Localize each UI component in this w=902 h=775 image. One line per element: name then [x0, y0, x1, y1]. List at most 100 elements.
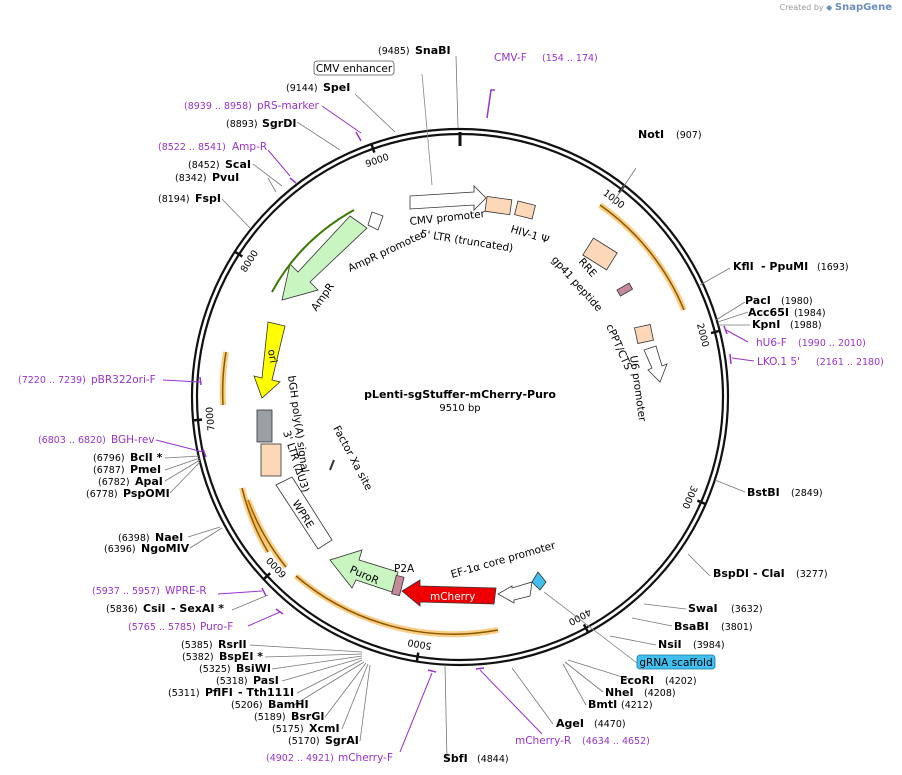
enzyme-noti[interactable]: NotI(907)	[638, 128, 702, 141]
enzyme-apai[interactable]: (6782)ApaI	[98, 475, 163, 488]
enzyme-nsii[interactable]: NsiI(3984)	[658, 638, 725, 651]
enzyme-position: (5318)	[216, 676, 248, 687]
scale-tick-label: 7000	[204, 406, 217, 431]
primer-label: pRS-marker	[257, 100, 320, 112]
feature-ori[interactable]: ori	[253, 321, 286, 399]
enzyme-position: (4212)	[621, 700, 653, 711]
enzyme-pvui[interactable]: (8342)PvuI	[175, 171, 239, 184]
feature-cmv-enhancer[interactable]: CMV enhancer	[313, 60, 433, 186]
enzyme-name: BsaBI	[674, 620, 709, 633]
feature-gRNA-marker[interactable]	[531, 571, 547, 591]
scale-tick	[696, 499, 707, 506]
enzyme-pflfi[interactable]: (5311)PflFI- Tth111I	[168, 686, 294, 699]
enzyme-position: (9144)	[286, 83, 318, 94]
enzyme-bmti[interactable]: BmtI(4212)	[588, 698, 653, 711]
enzyme-bstbi[interactable]: BstBI(2849)	[747, 486, 823, 499]
primer-bgh-rev[interactable]: (6803 .. 6820) BGH-rev	[38, 434, 207, 458]
enzyme-ecori[interactable]: EcoRI(4202)	[620, 674, 697, 687]
enzyme-name: SbfI	[443, 752, 468, 765]
feature-gRNA-scaffold[interactable]: gRNA scaffold	[543, 591, 716, 670]
enzyme-naei[interactable]: (6398)NaeI	[118, 531, 183, 544]
enzyme-ngomiv[interactable]: (6396)NgoMIV	[104, 542, 190, 555]
enzyme-position: (4844)	[477, 754, 509, 765]
enzyme-pasi[interactable]: (5318)PasI	[216, 674, 279, 687]
enzyme-sgrai[interactable]: (5170)SgrAI	[288, 734, 359, 747]
feature-label: P2A	[394, 563, 415, 575]
primer-label: Amp-R	[232, 141, 267, 153]
scale-tick-label: 8000	[239, 248, 261, 274]
primer-puro-f[interactable]: (5765 .. 5785) Puro-F	[128, 608, 284, 633]
enzyme-rsrii[interactable]: (5385)RsrII	[181, 638, 247, 651]
feature-p2a[interactable]: P2A	[391, 563, 415, 597]
primer-range: (8939 .. 8958)	[184, 101, 252, 112]
primer-range: (5937 .. 5957)	[92, 586, 160, 597]
primer-lko1-5[interactable]: LKO.1 5' (2161 .. 2180)	[729, 353, 884, 368]
enzyme-pmei[interactable]: (6787) PmeI	[93, 463, 161, 476]
primer-mcherry-f[interactable]: (4902 .. 4921) mCherry-F	[266, 669, 437, 764]
enzyme-scai[interactable]: (8452)ScaI	[188, 158, 251, 171]
primer-range: (7220 .. 7239)	[18, 375, 86, 386]
enzyme-sbfi[interactable]: SbfI (4844)	[443, 752, 509, 765]
scale-tick-label: 5000	[407, 636, 433, 651]
enzyme-name: PmeI	[130, 463, 161, 476]
enzyme-position: (5206)	[231, 700, 263, 711]
enzyme-position: (5382)	[182, 652, 214, 663]
enzyme-swai[interactable]: SwaI(3632)	[688, 602, 763, 615]
enzyme-bamhi[interactable]: (5206)BamHI	[231, 698, 309, 711]
enzyme-position: (3632)	[731, 604, 763, 615]
feature-factor-xa[interactable]: Factor Xa site	[329, 424, 374, 493]
enzyme-kpni[interactable]: KpnI(1988)	[752, 318, 822, 331]
enzyme-paci[interactable]: PacI(1980)	[745, 294, 813, 307]
enzyme-name: BspEI *	[219, 650, 263, 663]
enzyme-bsiwi[interactable]: (5325)BsiWI	[199, 662, 271, 675]
enzyme-kfli[interactable]: KflI- PpuMI(1693)	[733, 260, 849, 273]
enzyme-name: KflI	[733, 260, 754, 273]
enzyme-position: (6787)	[93, 465, 125, 476]
enzyme-spei[interactable]: (9144) SpeI	[286, 81, 350, 94]
primer-pbr322ori-f[interactable]: (7220 .. 7239) pBR322ori-F	[18, 374, 202, 386]
feature-cmv-promoter[interactable]: CMV promoter	[409, 185, 487, 228]
primer-cmv-f[interactable]: CMV-F (154 .. 174)	[486, 52, 598, 119]
enzyme-bsabi[interactable]: BsaBI(3801)	[674, 620, 753, 633]
feature-hiv1-psi[interactable]: HIV-1 Ψ	[509, 200, 551, 246]
enzyme-position: (6796)	[93, 453, 125, 464]
enzyme-position: (6778)	[86, 489, 118, 500]
enzyme-name: ApaI	[135, 475, 163, 488]
primer-range: (2161 .. 2180)	[816, 357, 884, 368]
primer-wpre-r[interactable]: (5937 .. 5957) WPRE-R	[92, 585, 267, 597]
feature-puror[interactable]: PuroR	[329, 549, 399, 593]
enzyme-csii[interactable]: (5836)CsiI- SexAI *	[106, 602, 224, 615]
primer-range: (1990 .. 2010)	[798, 338, 866, 349]
primer-prs-marker[interactable]: (8939 .. 8958) pRS-marker	[184, 100, 362, 142]
enzyme-bcli[interactable]: (6796)BclI *	[93, 451, 163, 464]
primer-amp-r[interactable]: (8522 .. 8541) Amp-R	[158, 141, 297, 184]
enzyme-nhei[interactable]: NheI(4208)	[605, 686, 676, 699]
enzyme-pspomi[interactable]: (6778)PspOMI	[86, 487, 170, 500]
primer-label: mCherry-F	[338, 752, 393, 764]
enzyme-name: PflFI	[205, 686, 233, 699]
enzyme-name: AgeI	[556, 717, 584, 730]
scale-tick	[234, 250, 244, 258]
enzyme-bspdi[interactable]: BspDI- ClaI(3277)	[713, 567, 828, 580]
enzyme-snabi[interactable]: (9485)SnaBI	[378, 44, 451, 57]
enzyme-fspi[interactable]: (8194)FspI	[158, 192, 221, 205]
enzyme-name: NsiI	[658, 638, 682, 651]
feature-label: ori	[265, 348, 279, 364]
feature-rre[interactable]: RRE	[576, 237, 618, 280]
enzyme-bsrgi[interactable]: (5189)BsrGI	[254, 710, 324, 723]
scale-tick	[262, 572, 272, 581]
enzyme-sgrdi[interactable]: (8893)SgrDI	[226, 117, 296, 130]
enzyme-acc65i[interactable]: Acc65I(1984)	[748, 306, 826, 319]
feature-mcherry[interactable]: mCherry	[401, 579, 497, 607]
plasmid-length: 9510 bp	[439, 403, 480, 414]
enzyme-name: SpeI	[323, 81, 350, 94]
primer-hu6-f[interactable]: hU6-F (1990 .. 2010)	[723, 325, 866, 349]
enzyme-bspei[interactable]: (5382) BspEI *	[182, 650, 263, 663]
enzyme-position: (2849)	[791, 488, 823, 499]
enzyme-position: (5175)	[272, 724, 304, 735]
feature-u6-promoter[interactable]: U6 promoter	[627, 345, 668, 423]
enzyme-xcmi[interactable]: (5175)XcmI	[272, 722, 340, 735]
primer-mcherry-r[interactable]: mCherry-R (4634 .. 4652)	[475, 667, 650, 747]
enzyme-agei[interactable]: AgeI(4470)	[556, 717, 626, 730]
